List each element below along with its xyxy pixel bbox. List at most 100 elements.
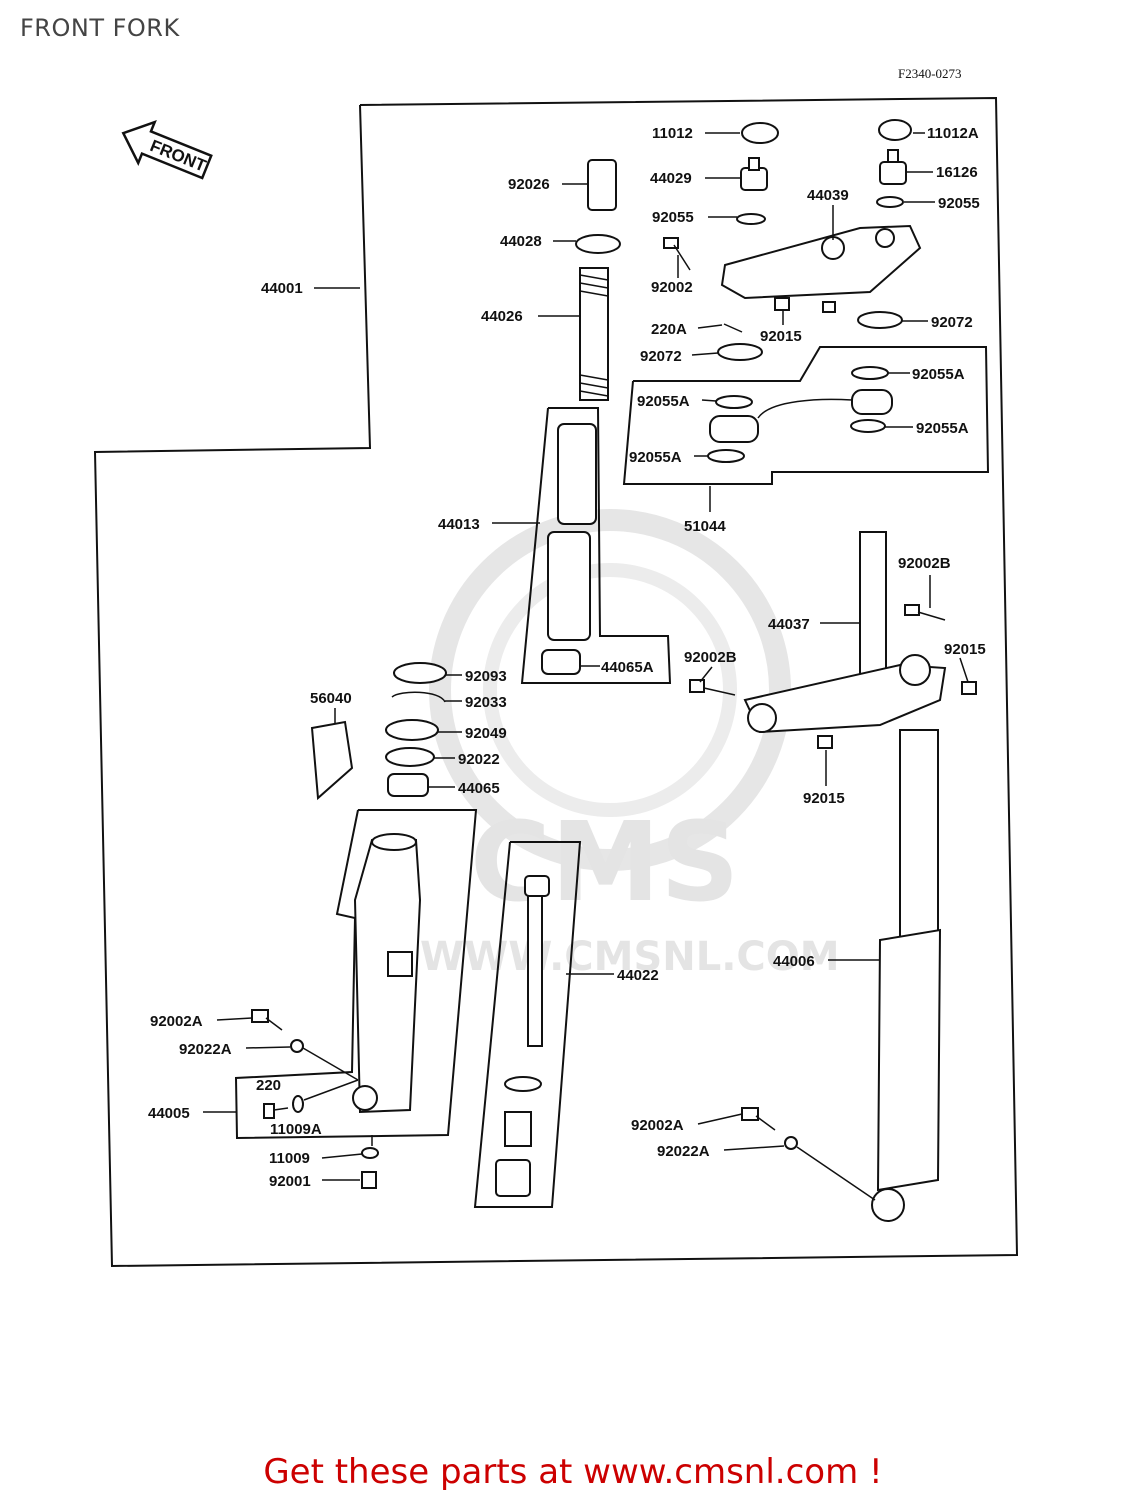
callout-44022: 44022 (617, 967, 659, 984)
washer-92022a-r (784, 1136, 798, 1150)
callout-92055-r: 92055 (938, 195, 980, 212)
upper-bracket-44039 (720, 224, 922, 300)
callout-92049: 92049 (465, 725, 507, 742)
callout-44001: 44001 (261, 280, 303, 297)
callout-92055a-3: 92055A (916, 420, 969, 437)
adjuster-16126 (879, 149, 907, 185)
callout-51044: 51044 (684, 518, 726, 535)
callout-56040: 56040 (310, 690, 352, 707)
callout-92002a-r: 92002A (631, 1117, 684, 1134)
callout-92001: 92001 (269, 1173, 311, 1190)
clamp-92072-l (717, 343, 763, 361)
spacer-92026 (587, 159, 617, 211)
callout-92015-r: 92015 (944, 641, 986, 658)
bolt-220a (723, 323, 743, 333)
callout-labels: 11012 11012A 44029 16126 92026 44039 920… (148, 125, 986, 1190)
callout-92022a-r: 92022A (657, 1143, 710, 1160)
callout-44006: 44006 (773, 953, 815, 970)
seal-92055a-3 (850, 419, 886, 433)
ring-92033 (391, 691, 446, 703)
callout-11012a: 11012A (927, 125, 979, 142)
bearing-upper (851, 389, 893, 415)
callout-44037: 44037 (768, 616, 810, 633)
watermark-brand: CMS (470, 798, 739, 926)
fork-slider-box (234, 809, 478, 1140)
callout-44029: 44029 (650, 170, 692, 187)
adjuster-44029 (740, 157, 768, 191)
callout-92055-l: 92055 (652, 209, 694, 226)
callout-92026: 92026 (508, 176, 550, 193)
callout-92015-b: 92015 (803, 790, 845, 807)
page-title: FRONT FORK (20, 14, 180, 42)
callout-92002a-l: 92002A (150, 1013, 203, 1030)
oring-92055-l (736, 213, 766, 225)
cap-11012a (878, 119, 912, 141)
fork-slider-44005 (352, 833, 422, 1114)
fork-tube-44006 (871, 729, 942, 1222)
callout-92022a-l: 92022A (179, 1041, 232, 1058)
bolt-92002b-l (689, 679, 736, 696)
damper-rod-44022 (495, 875, 550, 1197)
bolt-92002a-r (741, 1107, 776, 1131)
nut-92015-top-b (822, 301, 836, 313)
footer-cta-link[interactable]: Get these parts at www.cmsnl.com ! (263, 1452, 883, 1492)
cap-11012 (741, 122, 779, 144)
leader-lines (203, 132, 969, 1201)
inner-tube-44013 (547, 423, 597, 641)
nut-92015-top (774, 297, 790, 311)
bolt-220 (263, 1103, 289, 1119)
callout-92033: 92033 (465, 694, 507, 711)
callout-92002b-l: 92002B (684, 649, 737, 666)
spring-44026 (579, 267, 609, 401)
callout-220: 220 (256, 1077, 281, 1094)
seal-92055a-4 (707, 449, 745, 463)
callout-44005: 44005 (148, 1105, 190, 1122)
callout-44065: 44065 (458, 780, 500, 797)
bolt-92002a-l (251, 1009, 283, 1031)
callout-44028: 44028 (500, 233, 542, 250)
washer-11009 (361, 1147, 379, 1159)
callout-11009a: 11009A (270, 1121, 322, 1138)
damper-box (473, 841, 582, 1208)
callout-220a: 220A (651, 321, 687, 338)
nut-92015-b (817, 735, 833, 749)
callout-92055a-1: 92055A (912, 366, 965, 383)
bolt-92002 (663, 237, 691, 271)
seal-92055a-1 (851, 366, 889, 380)
clamp-92072-r (857, 311, 903, 329)
callout-92022: 92022 (458, 751, 500, 768)
callout-44039: 44039 (807, 187, 849, 204)
assembly-outline-44001 (93, 96, 1019, 1268)
seat-44028 (575, 234, 621, 254)
label-56040 (310, 720, 354, 801)
callout-92015-top: 92015 (760, 328, 802, 345)
callout-44026: 44026 (481, 308, 523, 325)
callout-16126: 16126 (936, 164, 978, 181)
oring-92055-r (876, 196, 904, 208)
watermark: CMS WWW.CMSNL.COM (420, 509, 840, 980)
bush-44065a (541, 649, 581, 675)
callout-92093: 92093 (465, 668, 507, 685)
callout-11012: 11012 (652, 125, 693, 142)
callout-92055a-4: 92055A (629, 449, 682, 466)
parts-diagram: CMS WWW.CMSNL.COM F2340-0273 FRONT (93, 66, 1019, 1268)
callout-92055a-2: 92055A (637, 393, 690, 410)
callout-92002b-r: 92002B (898, 555, 951, 572)
bolt-92001 (361, 1171, 377, 1189)
nut-92015-r (961, 681, 977, 695)
callout-92072-l: 92072 (640, 348, 682, 365)
washer-11009a (292, 1095, 304, 1113)
drawing-code: F2340-0273 (898, 66, 962, 81)
seal-92055a-2 (715, 395, 753, 409)
washer-92022a-l (290, 1039, 304, 1053)
bolt-92002b-r (904, 604, 946, 621)
bearing-kit-box (622, 346, 990, 485)
steering-stem-44037 (743, 531, 947, 734)
bush-44065 (387, 773, 429, 797)
callout-44065a: 44065A (601, 659, 654, 676)
callout-44013: 44013 (438, 516, 480, 533)
washer-92022 (385, 747, 435, 767)
callout-11009: 11009 (269, 1150, 310, 1167)
bearing-lower (709, 415, 759, 443)
bearing-link (757, 398, 853, 419)
